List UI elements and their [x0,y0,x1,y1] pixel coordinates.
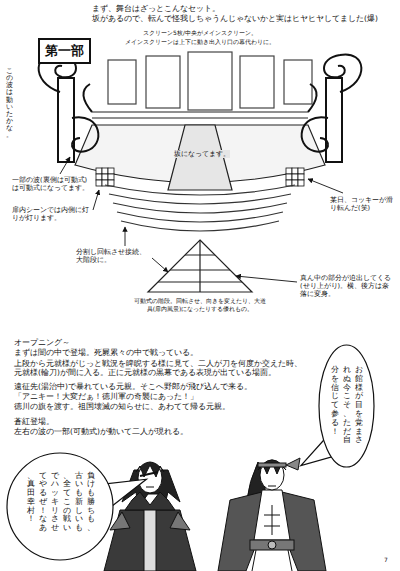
lit-grid-part [96,180,102,186]
pyramid-callout: 可動式の階段。回転させ、向きを変えたり、大道具(扉内風景)になったりする優れもの… [134,297,266,312]
lit-grid-part [108,168,114,174]
stage-platform [75,112,325,190]
speech-text: お館様が目を覚まされぬ今こそ、ただ自分を信じて参る！ [330,366,363,446]
pyramid-stairs-part [158,240,242,292]
wave-pillar-right-part [302,117,328,151]
speech-bubble: 負けも勝ちも、古いも新しいも、全てこの戦いでハッキリさせてやるぜ！なあ、真田幸村… [6,452,114,561]
lit-grid-part [102,168,108,174]
lit-grid-part [298,180,304,186]
character-right-part [264,505,280,535]
lit-grid [96,168,304,186]
leader-arrows-part [60,157,70,174]
screen-note: スクリーン5枚/中央がメインスクリーン。 [110,29,290,37]
lit-grid-part [108,174,114,180]
wave-note: この波は動いたかな。 [6,68,13,139]
lit-grid-part [286,180,292,186]
light-callout: 扉内シーンでは内側に灯りが灯ります。 [12,206,92,222]
character-left [104,462,196,571]
body-text: 蒼紅登場。 [14,417,304,426]
intro-note: 坂があるので、転んで怪我しちゃうんじゃないかと実はヒヤヒヤしてました(爆) [92,14,396,23]
character-left-part [144,505,156,571]
pyramid-stairs-part [148,240,252,292]
lit-grid-part [298,168,304,174]
stairs-part [113,203,287,213]
lit-grid-part [286,168,292,174]
body-text: 徳川の旗を渡す。祖国壊滅の知らせに、あわてて帰る元親。 [14,402,304,411]
lit-grid-part [96,168,102,174]
stairs [105,185,295,231]
character-right-part [254,490,290,540]
stairs-part [105,185,295,195]
bubble-outline [6,452,114,561]
bubble-ellipse [7,453,113,560]
wave-pillar-left-part [58,78,74,162]
bubble-ellipse [319,345,374,467]
wave-pillar-right-part [308,84,317,112]
screens-part [188,52,232,110]
stairs-part [109,194,291,204]
character-left-part [140,472,158,476]
wave-pillar-right [302,54,362,162]
body-text: 「アニキー！大変だぁ！徳川軍の奇襲にあった！」 [14,392,304,401]
wave-pillar-left [39,54,99,162]
lit-grid-part [298,174,304,180]
lit-grid-part [292,168,298,174]
speech-text: 負けも勝ちも、古いも新しいも、全てこの戦いでハッキリさせてやるぜ！なあ、真田幸村… [26,472,95,542]
leader-arrows-part [93,190,99,210]
body-text: 遠征先(湯治中)で暴れている元親。そこへ野郎が飛び込んで来る。 [14,382,304,391]
stage-platform-part [92,112,308,118]
lit-grid-part [292,174,298,180]
screens [108,52,312,110]
lit-grid-part [108,180,114,186]
character-left-part [136,462,164,477]
screens-part [240,56,274,108]
character-right-part [250,540,294,550]
lift-callout: 真ん中の部分が迫出してくる(せり上がり)。横、後方は奈落に変身。 [300,274,392,298]
wave-pillar-left-part [72,117,98,151]
section-heading: オープニング～ [14,338,304,347]
leader-arrows [60,157,343,282]
stairs-part [121,221,279,231]
character-right-part [286,458,300,470]
stairs-part [117,212,283,222]
lit-grid-part [96,174,102,180]
body-text: まずは闇の中で登場。死屍累々の中で戦っている。 [14,348,304,357]
character-right-part [258,463,286,467]
lit-grid-part [102,174,108,180]
slip-callout: 某日、コッキーが滑り転んだ(笑) [330,196,394,212]
character-right [218,458,326,571]
wave-pillar-left-part [83,84,92,112]
wave-pillar-right-part [326,78,342,162]
character-left-part [125,492,175,510]
character-right-part [258,460,286,474]
screens-part [284,60,312,104]
part-title: 第一部 [45,42,84,60]
character-right-part [252,550,292,571]
character-right-part [268,541,276,549]
wave-callout: 一部の波(裏側は可動式)は可動式になってます。 [12,176,92,192]
character-right-part [268,486,276,487]
stage-platform-part [168,125,232,190]
wave-pillar-right-part [324,54,361,92]
leader-arrows-part [152,258,168,272]
leader-arrows-part [308,179,343,193]
stairs-callout: 分割し回転させ接続、大階段に。 [76,248,150,264]
page-number: 7 [384,556,388,564]
leader-arrows-part [236,276,297,282]
screens-part [108,60,136,104]
leader-arrows-part [125,227,126,246]
pyramid-stairs [148,240,252,292]
lit-grid-part [286,174,292,180]
part-title-box: 第一部 [38,38,91,64]
intro-note: まず、舞台はざっとこんなセット。 [92,4,392,13]
screen-note: メインスクリーンは上下に動き出入り口の幕代わりに。 [110,38,290,46]
slope-label: 坂になってます。 [174,150,230,158]
body-text: 上段から元就様がじっと戦況を睥睨する様に見て、二人が刀を何度か交えた時、元就様(… [14,359,304,378]
body-text: 左右の波の一部(可動式)が動いて二人が現れる。 [14,427,304,436]
speech-bubble: お館様が目を覚まされぬ今こそ、ただ自分を信じて参る！ [318,344,375,468]
character-left-part [146,487,154,488]
screens-part [146,56,180,108]
